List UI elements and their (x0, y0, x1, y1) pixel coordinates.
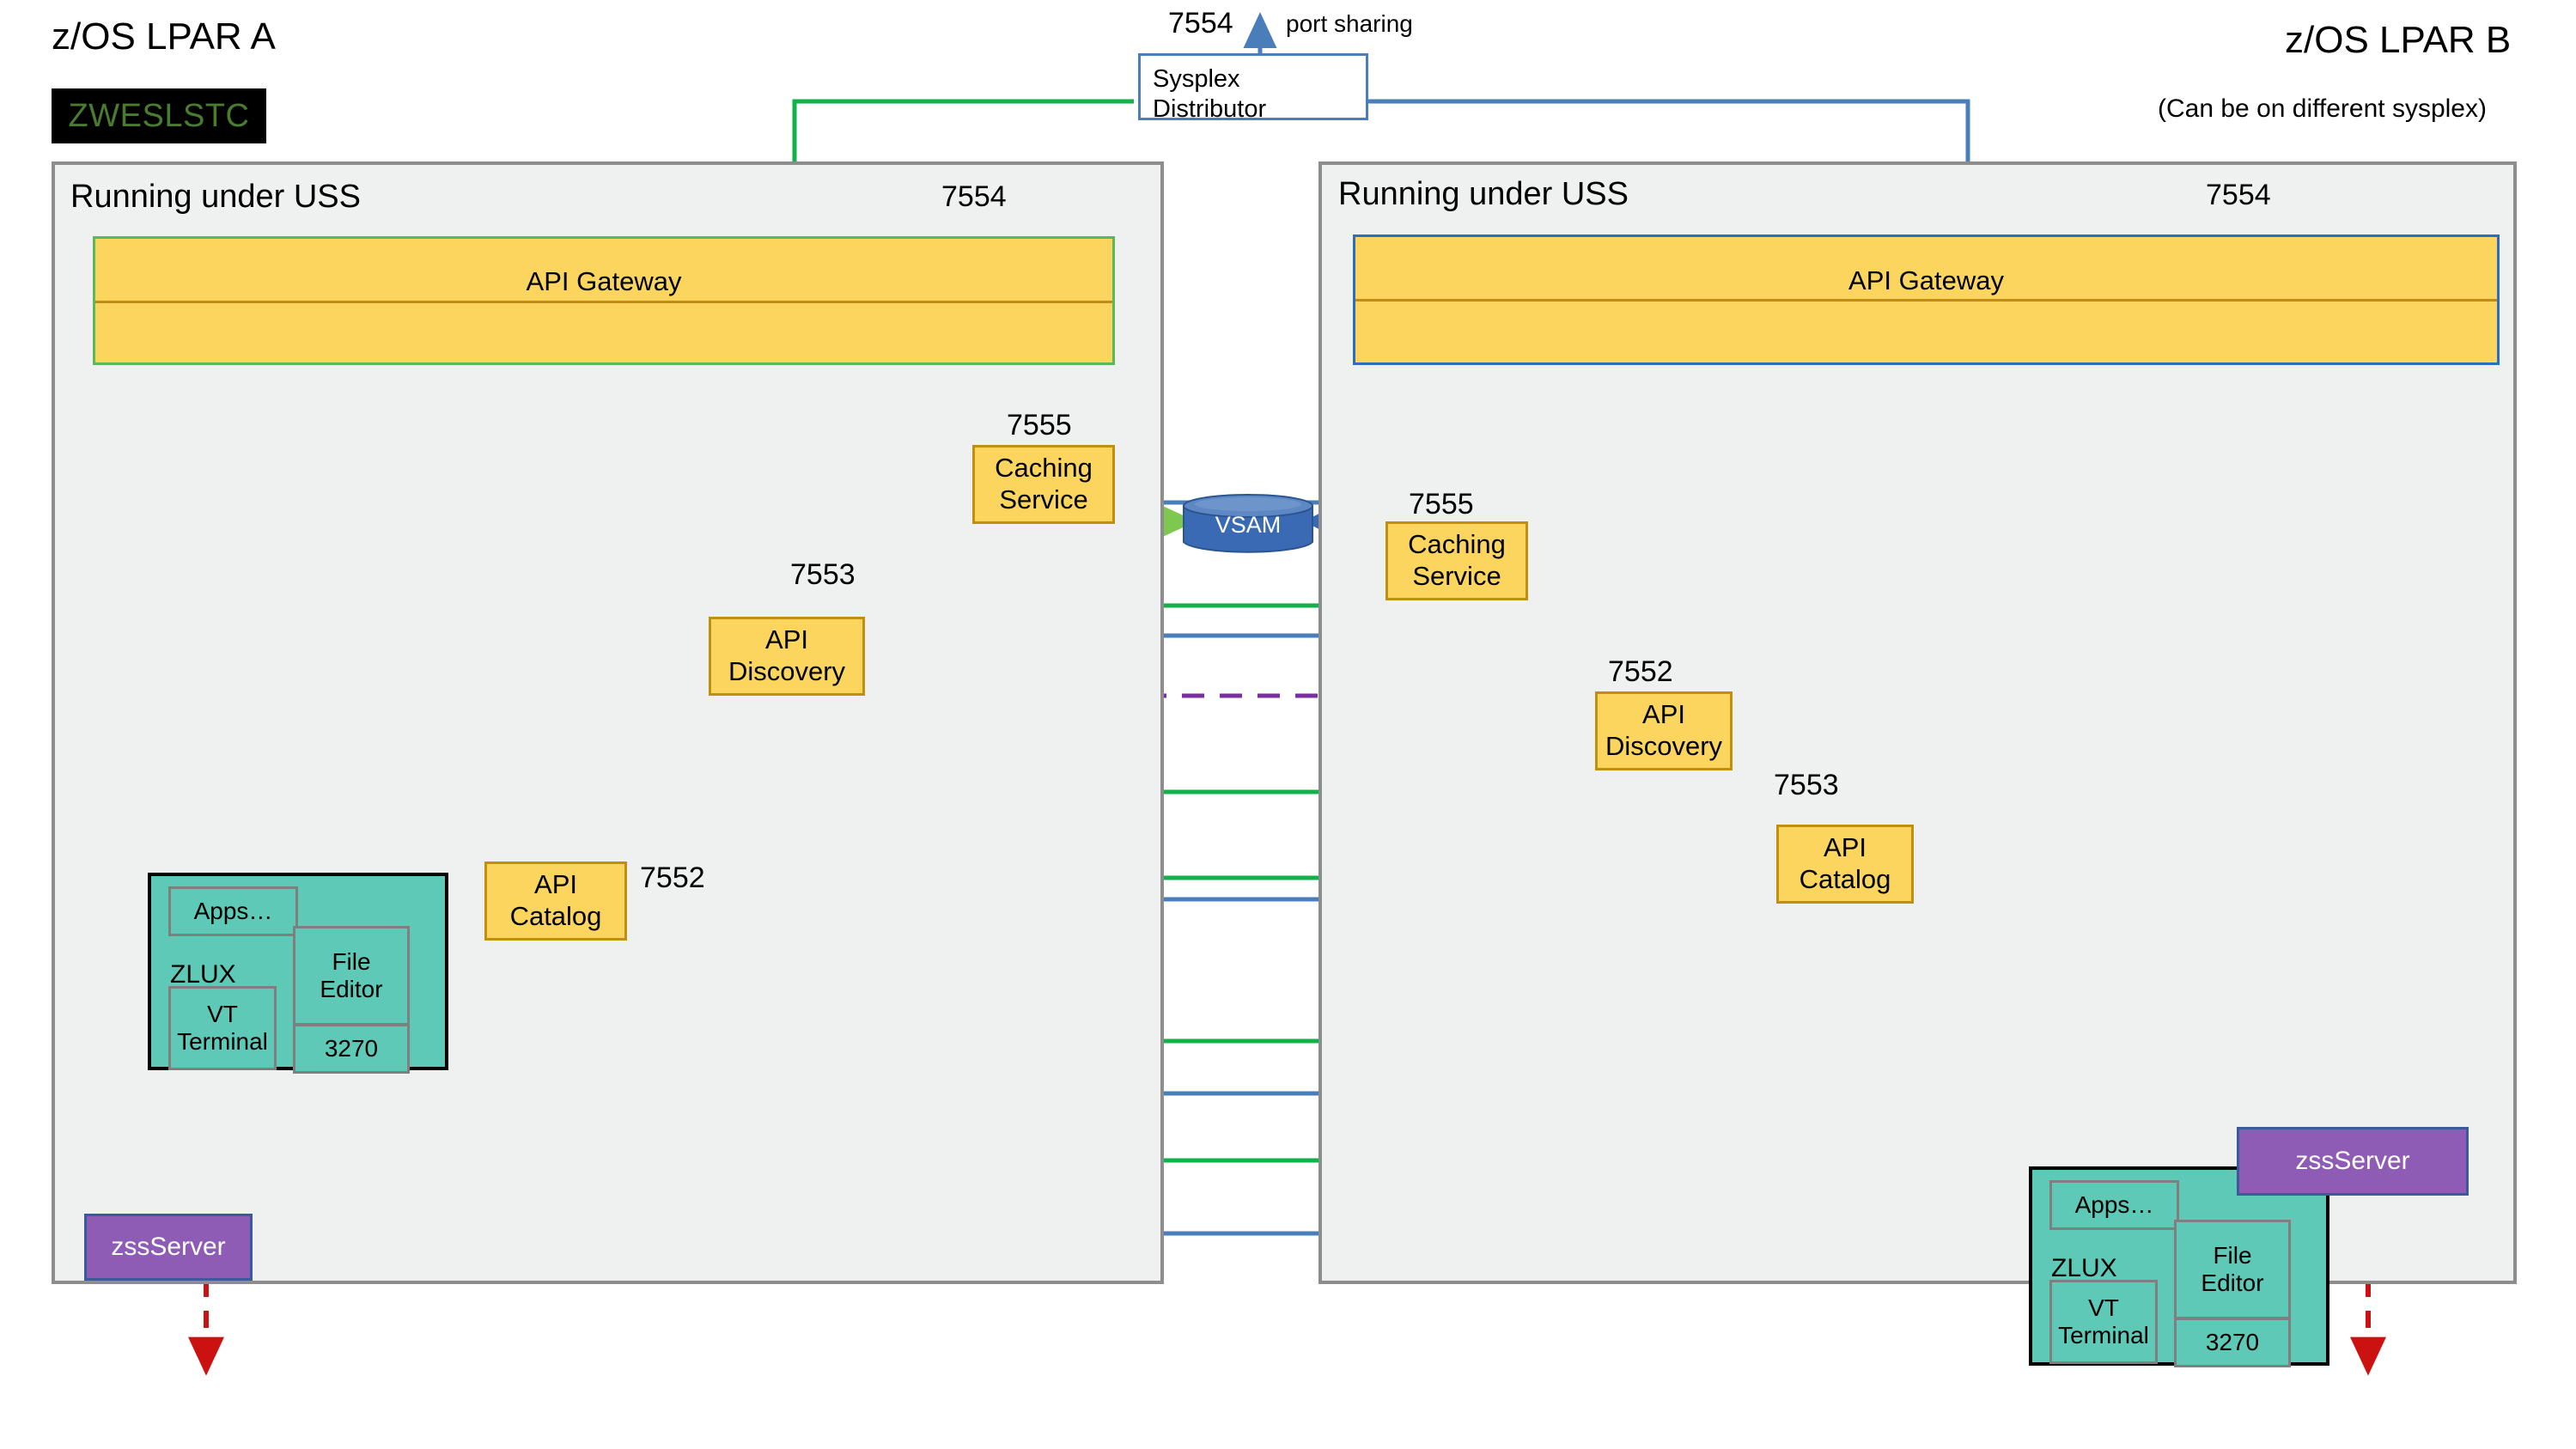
caching-service-right[interactable]: Caching Service (1385, 521, 1528, 600)
uss-label-left: Running under USS (70, 179, 361, 215)
lpar-a-title: z/OS LPAR A (52, 15, 276, 58)
port-sharing-port-label: 7554 (1168, 7, 1233, 40)
api-catalog-left[interactable]: API Catalog (484, 861, 627, 941)
sysplex-distributor-box[interactable]: Sysplex Distributor (1138, 53, 1368, 123)
zlux-right-apps[interactable]: Apps… (2049, 1180, 2179, 1230)
api-discovery-left-line1: API (765, 624, 808, 655)
uss-label-right: Running under USS (1338, 176, 1629, 212)
api-gateway-left-label: API Gateway (526, 266, 682, 296)
api-catalog-right[interactable]: API Catalog (1776, 825, 1914, 904)
zweslstc-badge: ZWESLSTC (52, 88, 266, 143)
sysplex-line-2: Distributor (1153, 94, 1267, 123)
zlux-cluster-left[interactable]: ZLUX Apps… File Editor VT Terminal 3270 (148, 873, 448, 1074)
zlux-left-3270[interactable]: 3270 (293, 1024, 410, 1074)
api-gateway-right-label: API Gateway (1848, 265, 2004, 295)
zlux-left-vt-line1: VT (207, 1000, 238, 1027)
sysplex-line-1: Sysplex (1153, 65, 1240, 93)
zlux-right-vt-line2: Terminal (2058, 1322, 2149, 1349)
caching-port-left: 7555 (1007, 409, 1072, 441)
zlux-left-vt-line2: Terminal (177, 1028, 268, 1055)
api-discovery-left-line2: Discovery (728, 656, 846, 686)
api-discovery-right[interactable]: API Discovery (1595, 691, 1733, 770)
api-gateway-right[interactable]: API Gateway (1353, 234, 2500, 365)
caching-service-right-line2: Service (1412, 561, 1501, 591)
api-catalog-left-line1: API (534, 869, 577, 900)
zlux-cluster-right[interactable]: ZLUX Apps… File Editor VT Terminal 3270 (2029, 1166, 2329, 1367)
api-discovery-left[interactable]: API Discovery (709, 617, 865, 696)
zlux-right-file-editor[interactable]: File Editor (2174, 1220, 2291, 1319)
port-sharing-label: port sharing (1286, 10, 1413, 37)
api-gateway-left-divider (95, 301, 1112, 303)
zlux-left-name: ZLUX (170, 960, 236, 989)
lpar-b-title: z/OS LPAR B (2285, 19, 2512, 61)
zlux-left-file-editor-line2: Editor (320, 976, 383, 1002)
api-gateway-left[interactable]: API Gateway (93, 236, 1115, 365)
zss-server-left[interactable]: zssServer (84, 1214, 253, 1281)
catalog-port-left: 7552 (640, 861, 705, 894)
lpar-b-note: (Can be on different sysplex) (2158, 94, 2487, 123)
zss-server-right[interactable]: zssServer (2237, 1127, 2469, 1196)
api-catalog-right-line1: API (1824, 832, 1867, 863)
caching-service-left[interactable]: Caching Service (972, 445, 1115, 524)
zlux-right-3270[interactable]: 3270 (2174, 1318, 2291, 1367)
caching-port-right: 7555 (1409, 488, 1474, 521)
vsam-cylinder-icon (1183, 494, 1313, 553)
api-discovery-right-line1: API (1642, 699, 1685, 730)
api-catalog-left-line2: Catalog (509, 901, 602, 931)
zlux-right-name: ZLUX (2051, 1254, 2117, 1282)
catalog-port-right: 7553 (1774, 769, 1839, 801)
zlux-left-apps[interactable]: Apps… (168, 886, 298, 936)
vsam-datastore[interactable]: VSAM (1178, 494, 1318, 554)
zlux-left-file-editor[interactable]: File Editor (293, 926, 410, 1026)
gateway-port-right: 7554 (2206, 179, 2271, 211)
zlux-left-vt-terminal[interactable]: VT Terminal (168, 986, 277, 1070)
api-gateway-right-divider (1355, 299, 2497, 301)
zlux-left-file-editor-line1: File (332, 947, 371, 975)
gateway-port-left: 7554 (941, 180, 1007, 213)
caching-service-right-line1: Caching (1408, 529, 1506, 560)
api-discovery-right-line2: Discovery (1605, 731, 1723, 761)
discovery-port-right: 7552 (1608, 655, 1673, 688)
zlux-right-file-editor-line1: File (2213, 1241, 2252, 1269)
api-catalog-right-line2: Catalog (1799, 864, 1891, 894)
zlux-right-vt-terminal[interactable]: VT Terminal (2049, 1280, 2158, 1364)
caching-service-left-line1: Caching (995, 453, 1093, 484)
zlux-right-file-editor-line2: Editor (2201, 1269, 2264, 1296)
caching-service-left-line2: Service (999, 484, 1088, 514)
zlux-right-vt-line1: VT (2088, 1294, 2119, 1321)
vsam-label: VSAM (1215, 512, 1282, 539)
discovery-port-left: 7553 (790, 558, 856, 591)
